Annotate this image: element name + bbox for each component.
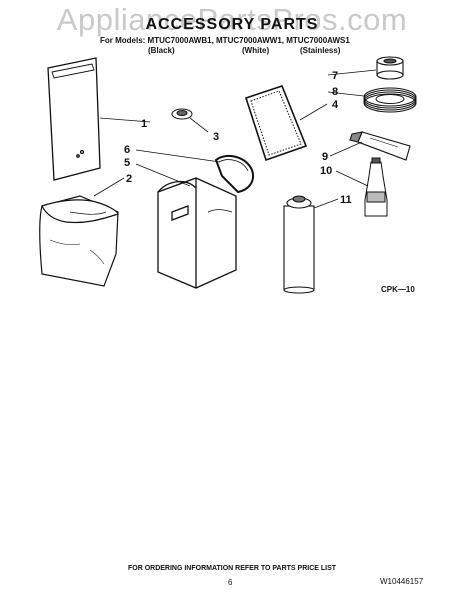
variant-stainless: (Stainless) (300, 46, 341, 55)
callout-1: 1 (141, 118, 147, 130)
callout-3: 3 (213, 131, 219, 143)
diagram-code: CPK—10 (381, 285, 415, 294)
variant-white: (White) (242, 46, 270, 55)
document-number: W10446157 (380, 577, 424, 586)
cord-coil-part (363, 87, 417, 113)
cap-part (171, 108, 193, 120)
callout-8: 8 (332, 86, 338, 98)
bottle-part (364, 157, 388, 217)
variant-black: (Black) (148, 46, 175, 55)
seal-ring-part (214, 154, 254, 194)
callout-4: 4 (332, 99, 339, 111)
ordering-note: FOR ORDERING INFORMATION REFER TO PARTS … (127, 565, 337, 572)
gasket-frame-part (244, 85, 308, 162)
callout-11: 11 (340, 194, 352, 206)
callout-6: 6 (124, 144, 130, 156)
callout-7: 7 (332, 70, 338, 82)
bucket-part (157, 177, 237, 289)
callout-10: 10 (320, 165, 332, 177)
watermark: AppliancePartsPros.com (56, 2, 408, 37)
page-number: 6 (228, 578, 233, 587)
tape-roll-part (376, 56, 404, 80)
door-panel-part (47, 57, 101, 181)
page-title: ACCESSORY PARTS (145, 16, 319, 33)
callout-numbers: 1 2 3 4 5 6 7 8 9 10 11 (124, 70, 352, 206)
tube-part (349, 131, 411, 161)
callout-5: 5 (124, 157, 130, 169)
models-line: For Models: MTUC7000AWB1, MTUC7000AWW1, … (100, 36, 350, 45)
callout-9: 9 (322, 151, 328, 163)
spray-can-part (283, 195, 315, 294)
callout-leader-lines (93, 69, 377, 209)
bag-liner-part (39, 195, 119, 287)
callout-2: 2 (126, 173, 132, 185)
